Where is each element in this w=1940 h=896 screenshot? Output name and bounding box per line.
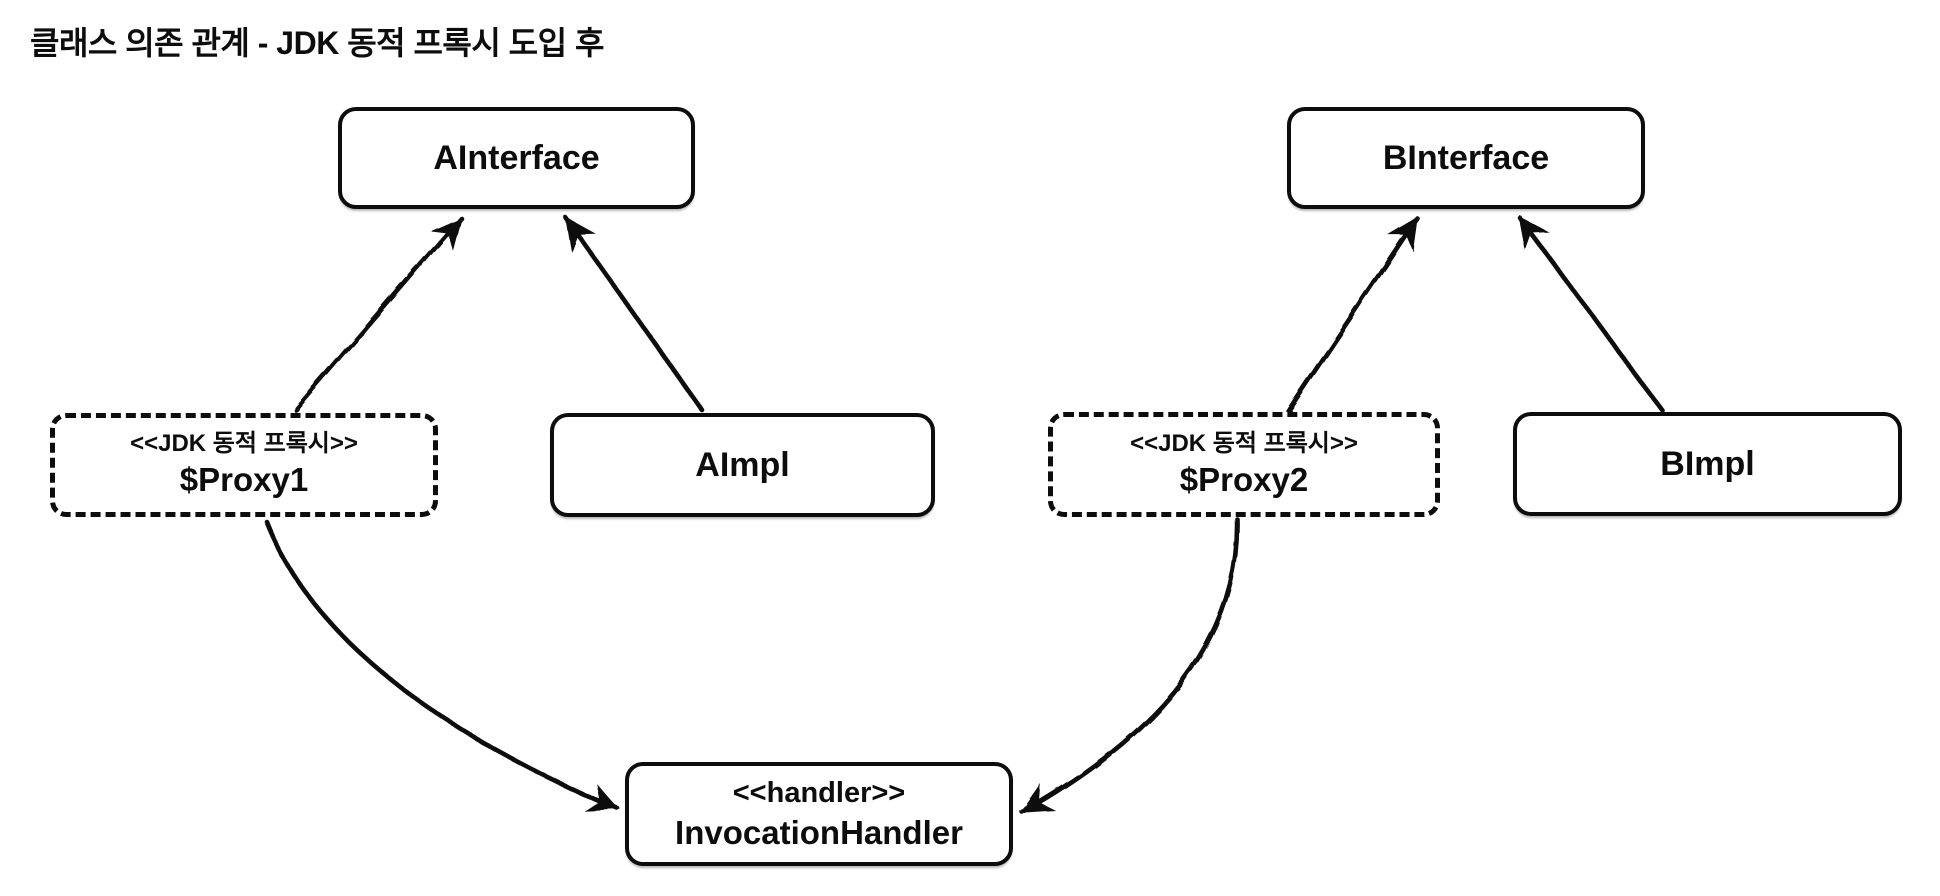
node-aimpl-label: AImpl (695, 445, 790, 484)
node-ainterface: AInterface (338, 107, 695, 209)
edge-bimpl-to-binterface (1517, 215, 1665, 413)
node-binterface: BInterface (1287, 107, 1645, 209)
node-bimpl-label: BImpl (1660, 444, 1755, 483)
node-aimpl: AImpl (550, 413, 935, 517)
node-proxy1: <<JDK 동적 프록시>> $Proxy1 (50, 413, 438, 517)
node-proxy2-stereotype: <<JDK 동적 프록시>> (1130, 429, 1358, 457)
edge-proxy2-to-handler (1019, 516, 1240, 815)
node-invocationhandler: <<handler>> InvocationHandler (625, 762, 1013, 866)
node-ainterface-label: AInterface (433, 138, 600, 177)
node-proxy2: <<JDK 동적 프록시>> $Proxy2 (1048, 412, 1440, 517)
node-proxy1-stereotype: <<JDK 동적 프록시>> (130, 430, 358, 458)
node-bimpl: BImpl (1513, 412, 1902, 516)
node-invocationhandler-label: InvocationHandler (675, 813, 963, 851)
node-proxy2-label: $Proxy2 (1179, 460, 1309, 498)
edge-proxy1-to-handler (263, 518, 621, 812)
diagram-title: 클래스 의존 관계 - JDK 동적 프록시 도입 후 (30, 25, 604, 61)
edge-proxy1-to-ainterface (293, 215, 464, 413)
node-proxy1-label: $Proxy1 (179, 461, 309, 499)
edge-proxy2-to-binterface (1285, 215, 1420, 414)
node-invocationhandler-stereotype: <<handler>> (732, 777, 906, 810)
edge-aimpl-to-ainterface (563, 215, 705, 413)
node-binterface-label: BInterface (1382, 138, 1550, 177)
